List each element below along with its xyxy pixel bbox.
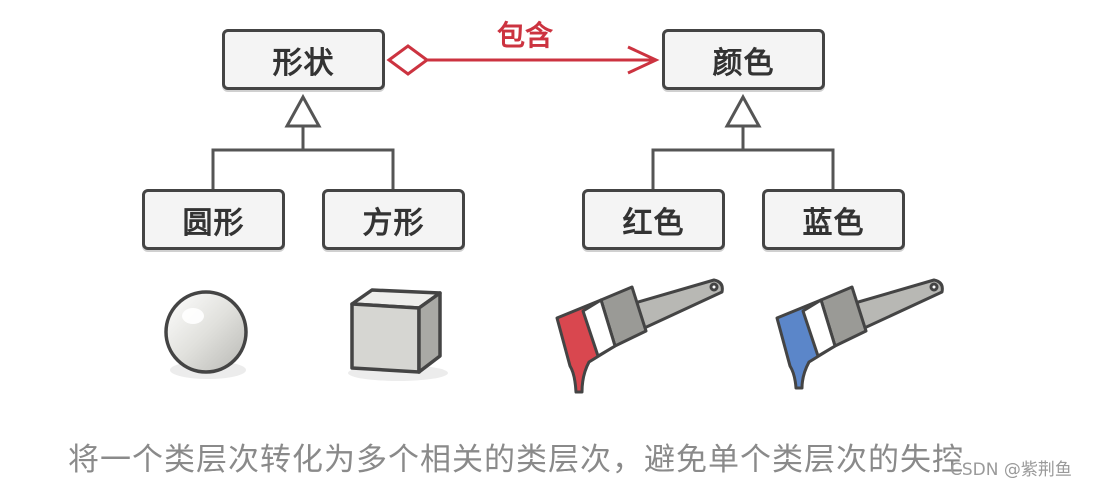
shape-inheritance-lines (211, 93, 395, 189)
square-class-box: 方形 (322, 189, 465, 250)
cube-icon (348, 288, 448, 381)
sphere-icon (164, 290, 248, 379)
blue-class-box: 蓝色 (762, 189, 905, 250)
color-class-box: 颜色 (662, 29, 825, 90)
red-class-box: 红色 (582, 189, 725, 250)
color-inheritance-lines (651, 93, 835, 189)
diagram-caption: 将一个类层次转化为多个相关的类层次，避免单个类层次的失控 (68, 442, 964, 478)
blue-paintbrush-icon (775, 278, 944, 390)
red-paintbrush-icon (555, 278, 724, 394)
watermark: CSDN @紫荆鱼 (950, 460, 1072, 480)
composition-arrow (386, 44, 660, 76)
circle-class-box: 圆形 (142, 189, 285, 250)
shape-class-box: 形状 (222, 29, 385, 90)
composition-label: 包含 (497, 19, 554, 52)
